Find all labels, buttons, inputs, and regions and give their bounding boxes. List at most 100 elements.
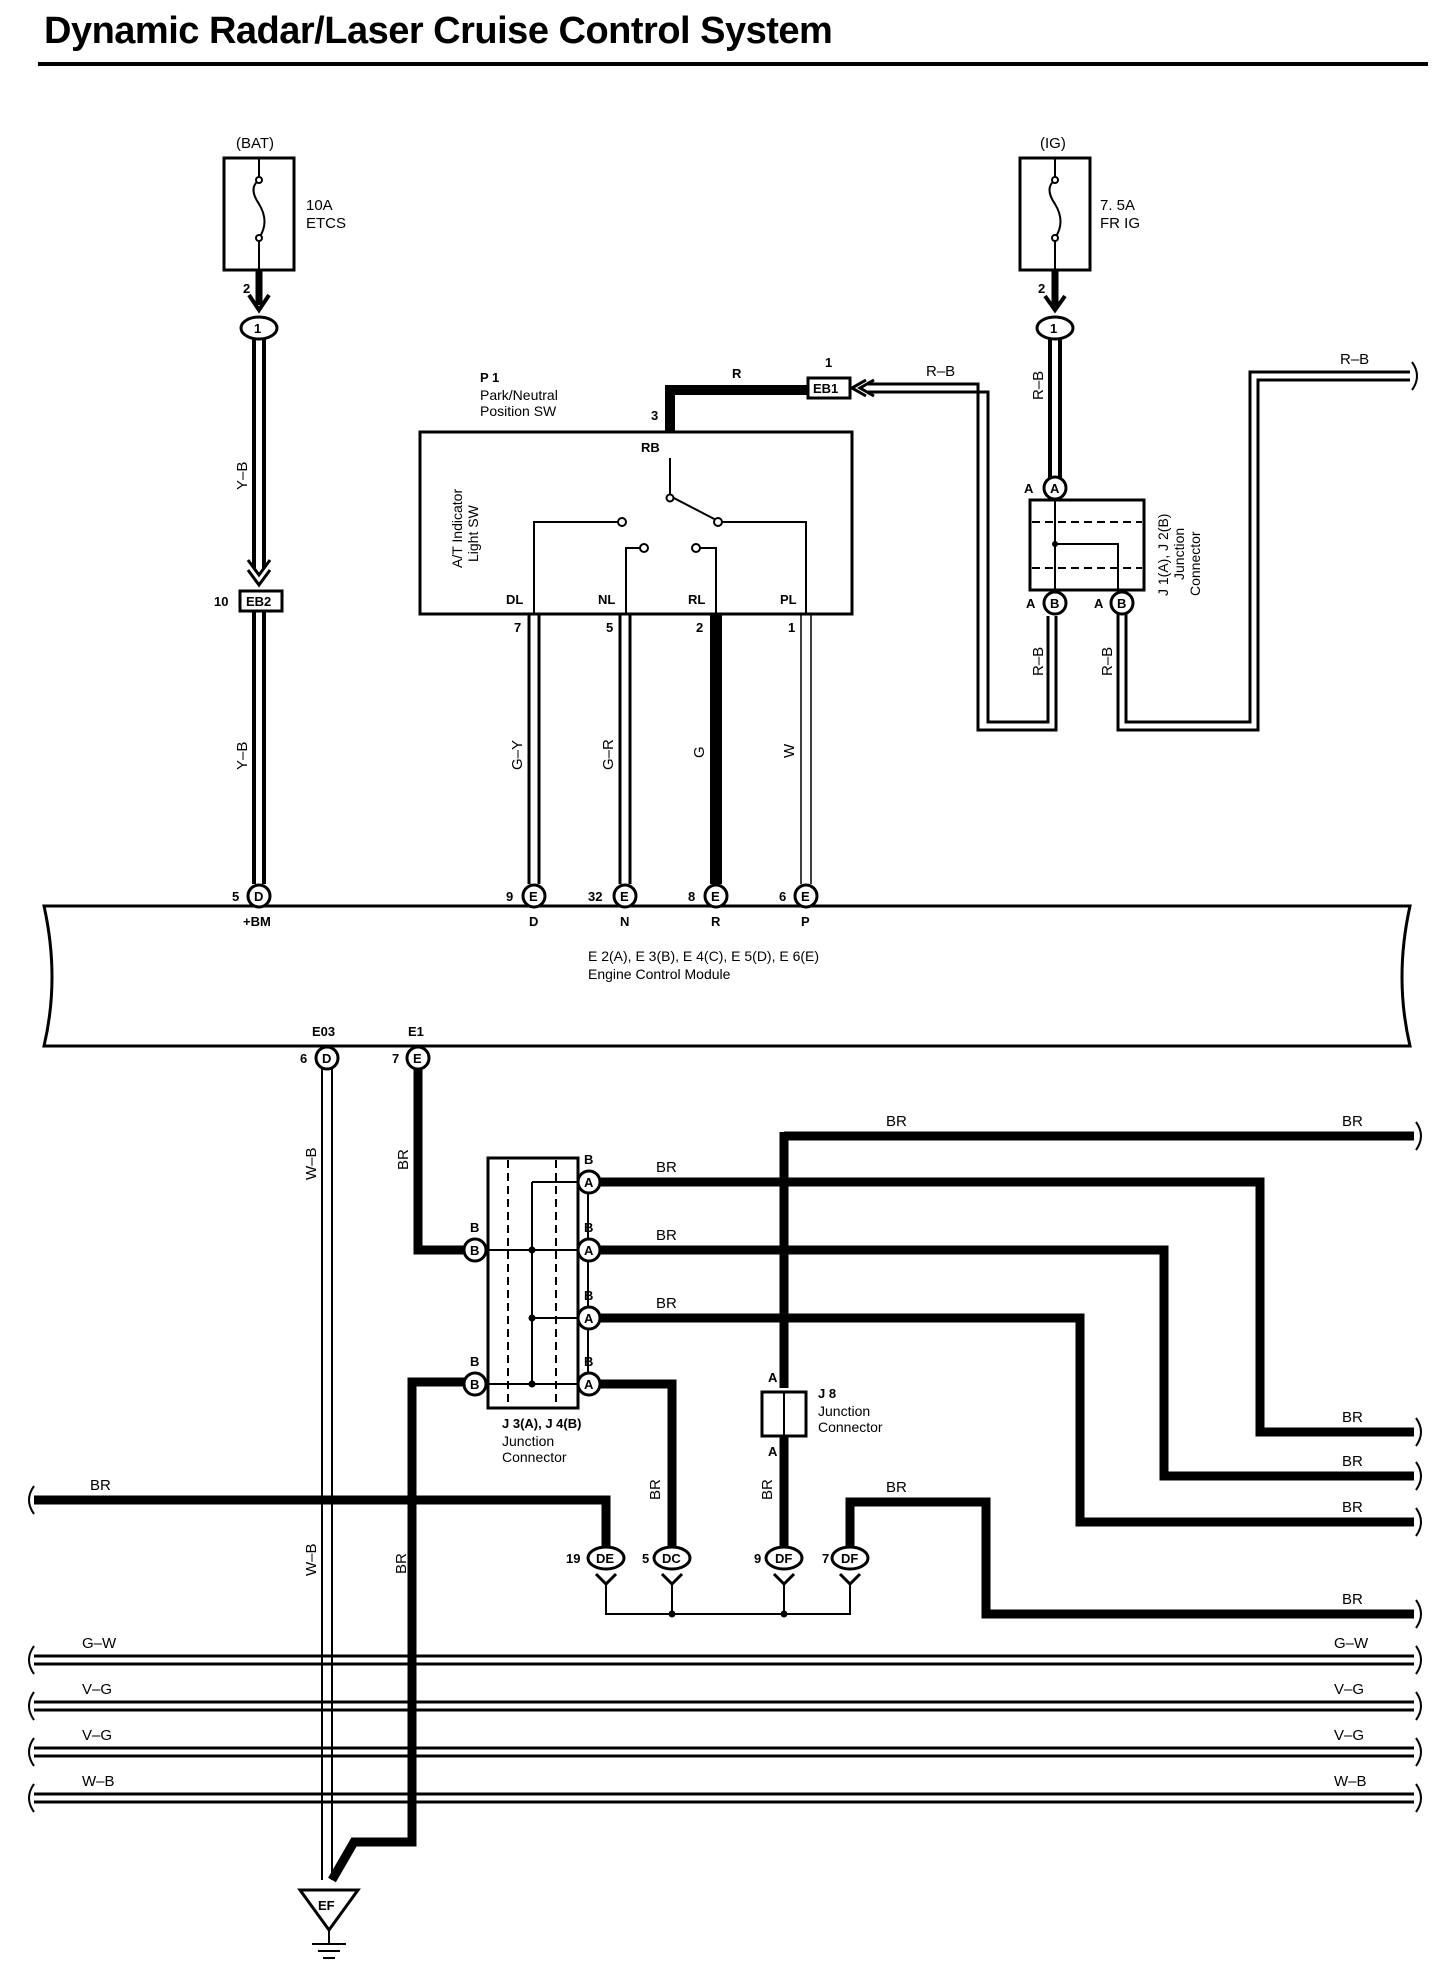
ecm-pin-r: E 8 R [688, 883, 729, 929]
dlc-dc-conn: DC [662, 1551, 681, 1566]
harness-vg1-left: V–G [82, 1681, 112, 1698]
j8-name2: Junction [818, 1403, 870, 1419]
wire-br-label-r3: BR [1342, 1499, 1363, 1516]
junction-j8: A A J 8 Junction Connector BR [759, 1370, 883, 1548]
title-underline [38, 62, 1428, 66]
j1-name3: Connector [1187, 531, 1203, 596]
page-title: Dynamic Radar/Laser Cruise Control Syste… [44, 10, 833, 52]
j1-name2: Junction [1171, 528, 1187, 580]
wire-g-label: G [691, 746, 708, 758]
j3-b-left-1-outer: B [470, 1220, 479, 1235]
fuse-ig: (IG) 7. 5A FR IG 2 [1018, 135, 1140, 296]
junction-j3-j4: B B B B A A A A B B B B J 3(A), J 4(B) J… [462, 1152, 602, 1465]
wire-yb-label-lower: Y–B [234, 742, 251, 770]
harness-wb-right: W–B [1334, 1773, 1367, 1790]
j1-a-top: A [1050, 481, 1060, 496]
wire-br-label-dc: BR [647, 1479, 664, 1500]
dlc-df7-conn: DF [841, 1551, 858, 1566]
harness-lines: G–W G–W V–G V–G V–G V–G W–B W–B [28, 1635, 1422, 1813]
wire-rb-label-right: R–B [1340, 351, 1369, 368]
ecm-pin-n: E 32 N [588, 883, 638, 929]
ecm-name1: E 2(A), E 3(B), E 4(C), E 5(D), E 6(E) [588, 948, 819, 964]
ecm-pin-bm-num: 5 [232, 889, 239, 904]
fuse-bat-rating: 10A [306, 197, 333, 214]
dlc-de-num: 19 [566, 1551, 580, 1566]
j3-b-3: B [584, 1288, 593, 1303]
connector-arrow-icon [848, 378, 875, 398]
wire-rb-label-ig: R–B [1030, 371, 1047, 400]
harness-vg2-right: V–G [1334, 1727, 1364, 1744]
ecm-pin-e1-num: 7 [392, 1051, 399, 1066]
ecm-pin-bm-conn: D [254, 889, 263, 904]
wire-br-label-e1: BR [395, 1149, 412, 1170]
engine-control-module: E 2(A), E 3(B), E 4(C), E 5(D), E 6(E) E… [42, 883, 1412, 1071]
ecm-pin-e03: D 6 E03 [300, 1024, 340, 1071]
ecm-pin-d-label: D [529, 914, 538, 929]
junction-j1-j2 [1028, 498, 1146, 592]
j8-pin-bottom: A [768, 1444, 778, 1459]
j3-a-4: A [584, 1377, 594, 1392]
harness-gw-left: G–W [82, 1635, 117, 1652]
j1-name1: J 1(A), J 2(B) [1155, 514, 1171, 596]
harness-vg1-right: V–G [1334, 1681, 1364, 1698]
ecm-pin-p: E 6 P [779, 883, 819, 929]
ecm-pin-d-conn: E [529, 889, 538, 904]
ecm-pin-e1-conn: E [413, 1051, 422, 1066]
fuse-ig-source: (IG) [1040, 135, 1066, 152]
ecm-pin-n-label: N [620, 914, 629, 929]
wire-gr-label: G–R [600, 739, 617, 770]
connector-1-left-label: 1 [254, 321, 261, 336]
dlc-df7-num: 7 [822, 1551, 829, 1566]
p1-id: P 1 [480, 370, 499, 385]
j1-a-left: A [1026, 596, 1036, 611]
p1-out-pin7: 7 [514, 620, 521, 635]
fuse-bat-pin: 2 [243, 281, 250, 296]
wire-br-label-r2: BR [1342, 1453, 1363, 1470]
wire-br-label-left: BR [90, 1477, 111, 1494]
park-neutral-position-switch: P 1 Park/Neutral Position SW A/T Indicat… [418, 370, 854, 616]
wire-rb-eb1: R–B [868, 363, 1058, 732]
p1-pin-rl: RL [688, 592, 705, 607]
ecm-pin-e03-conn: D [322, 1051, 331, 1066]
wire-r: R EB1 1 [665, 355, 875, 432]
dlc-df9-conn: DF [775, 1551, 792, 1566]
wire-br-label-ground: BR [393, 1553, 410, 1574]
p1-output-wires: 7 5 2 1 G–Y G–R G W [509, 614, 812, 884]
p1-inner1: A/T Indicator [449, 489, 465, 568]
j3-name3: Connector [502, 1449, 567, 1465]
wire-gy-label: G–Y [509, 740, 526, 770]
harness-gw-right: G–W [1334, 1635, 1369, 1652]
fuse-ig-pin: 2 [1038, 281, 1045, 296]
connector-arrow-icon [247, 293, 271, 314]
connector-eb2-pin: 10 [214, 594, 228, 609]
wire-br-label-top: BR [886, 1113, 907, 1130]
j3-name2: Junction [502, 1433, 554, 1449]
j8-pin-top: A [768, 1370, 778, 1385]
ecm-pin-p-label: P [801, 914, 810, 929]
dlc-de-conn: DE [596, 1551, 614, 1566]
fuse-ig-name: FR IG [1100, 215, 1140, 232]
dlc-df9-num: 9 [754, 1551, 761, 1566]
j8-name3: Connector [818, 1419, 883, 1435]
p1-out-pin2: 2 [696, 620, 703, 635]
j3-b-1: B [584, 1152, 593, 1167]
ground-terminal-icon [297, 1888, 361, 1933]
p1-out-pin5: 5 [606, 620, 613, 635]
wire-rb-label-j1-right: R–B [1099, 647, 1116, 676]
p1-name2: Position SW [480, 403, 557, 419]
fuse-bat-name: ETCS [306, 215, 346, 232]
wire-br-label-1: BR [656, 1159, 677, 1176]
connector-arrow-icon [246, 559, 272, 588]
ecm-pin-n-conn: E [620, 889, 629, 904]
wire-w-label: W [781, 743, 798, 758]
p1-inner2: Light SW [465, 504, 481, 562]
dlc-dc-num: 5 [642, 1551, 649, 1566]
j3-name1: J 3(A), J 4(B) [502, 1416, 581, 1431]
ecm-pin-d: E 9 D [506, 883, 547, 929]
br-wires-right: BR BR BR BR BR BR BR BR BR BR BR BR [28, 1113, 1422, 1629]
ground-icon [312, 1930, 346, 1959]
wire-break-icon [28, 1121, 1422, 1629]
dlc-df-9: DF 9 [754, 1545, 804, 1571]
connector-1-left [239, 315, 279, 341]
dlc-df-7: DF 7 [822, 1545, 870, 1571]
